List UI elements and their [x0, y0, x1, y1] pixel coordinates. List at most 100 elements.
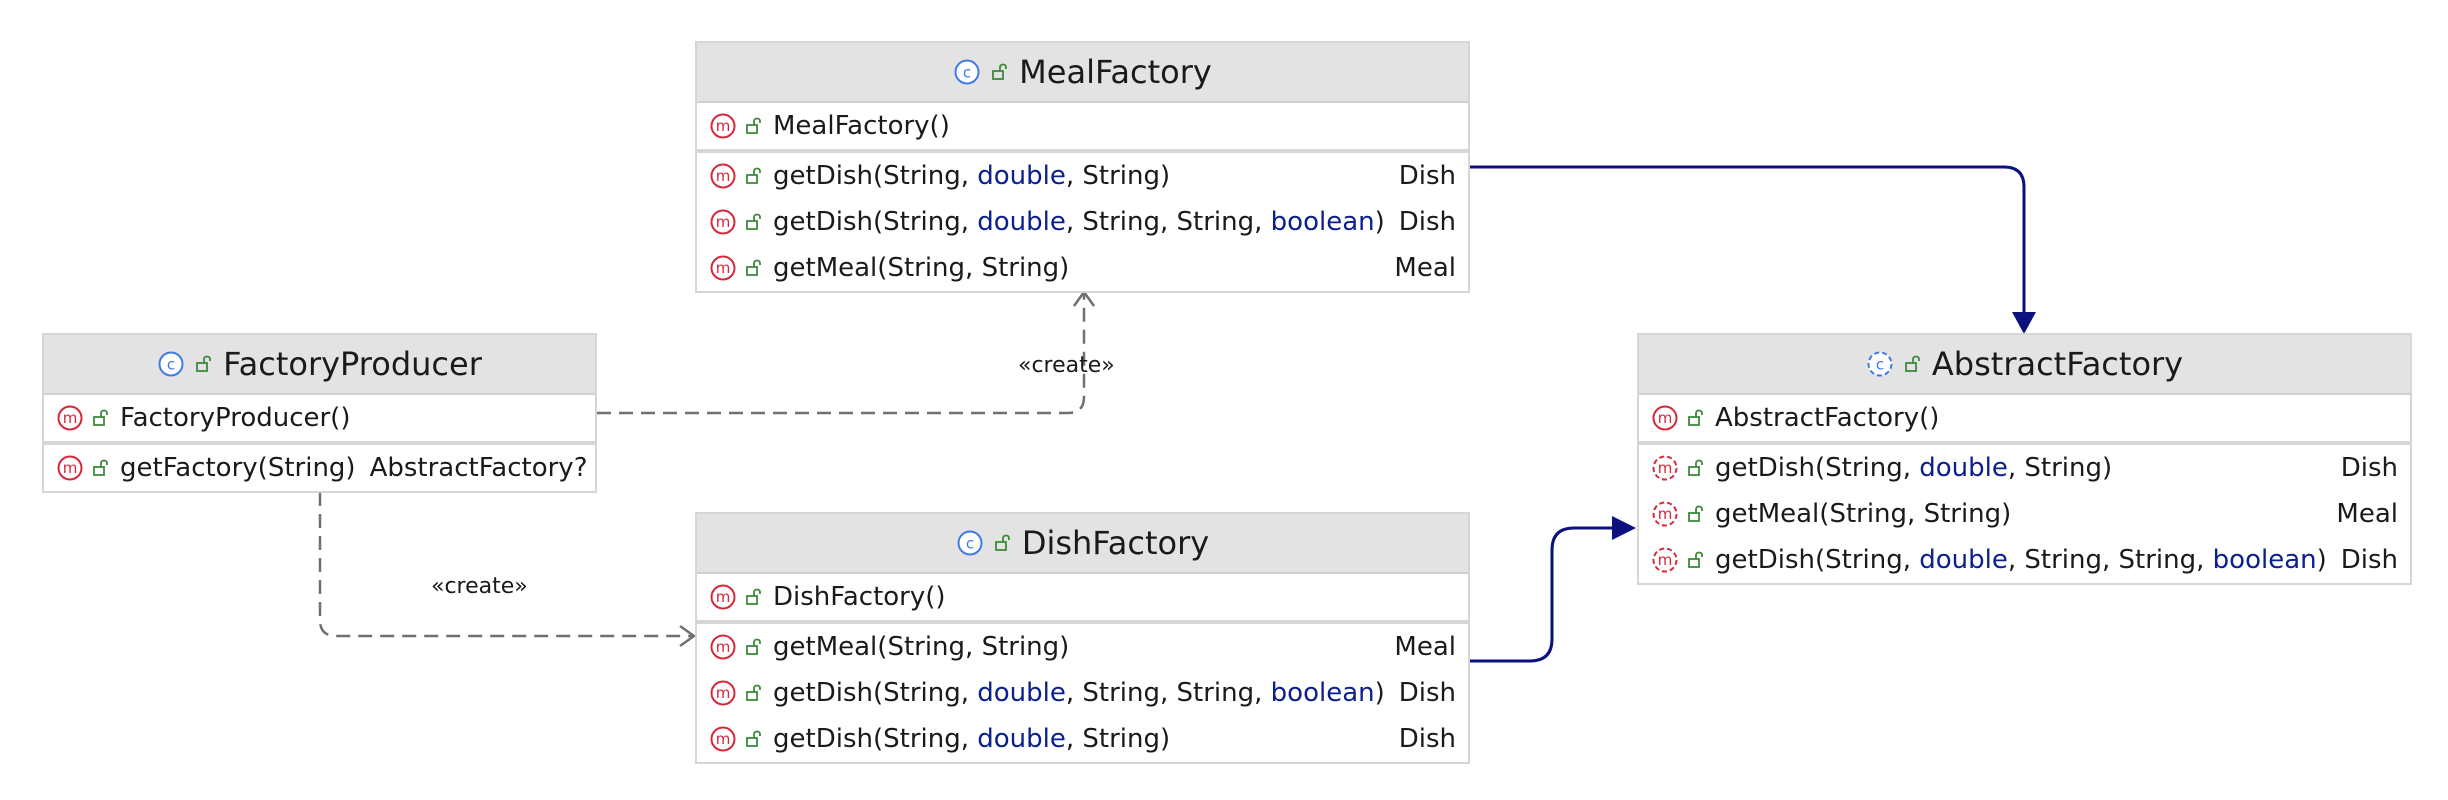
param-type: boolean: [2212, 545, 2317, 575]
method-name: getDish: [1715, 545, 1815, 575]
method-icon: m: [56, 404, 84, 432]
svg-text:m: m: [716, 117, 731, 135]
svg-text:m: m: [1658, 459, 1673, 477]
return-type: Dish: [2340, 453, 2398, 483]
param-type: String: [1923, 499, 2002, 529]
constructor-signature: MealFactory(): [773, 111, 950, 141]
method-signature: getMeal(String, String): [773, 632, 1070, 662]
public-unlock-icon: [92, 458, 110, 478]
method-name: getMeal: [773, 632, 878, 662]
class-name: FactoryProducer: [223, 345, 482, 383]
method-signature: getDish(String, double, String): [773, 161, 1171, 191]
param-type: String: [1082, 724, 1160, 754]
svg-text:c: c: [966, 535, 974, 553]
abstract-method-icon: m: [1651, 500, 1679, 528]
return-type: Dish: [1398, 207, 1457, 237]
method-signature: getFactory(String): [120, 453, 356, 483]
svg-text:m: m: [716, 638, 731, 656]
arrowhead-dishfactory-abstractfactory: [1612, 516, 1636, 540]
param-type: String: [1825, 453, 1903, 483]
return-type: Meal: [1394, 632, 1456, 662]
public-unlock-icon: [1687, 504, 1705, 524]
edge-factoryproducer-to-mealfactory: [597, 294, 1086, 415]
param-type: String: [883, 207, 961, 237]
method-name: getDish: [773, 207, 873, 237]
method-row[interactable]: m getMeal(String, String) Meal: [697, 624, 1468, 670]
method-name: getMeal: [1715, 499, 1820, 529]
method-icon: m: [709, 725, 737, 753]
public-unlock-icon: [745, 258, 763, 278]
public-unlock-icon: [745, 729, 763, 749]
svg-text:m: m: [1658, 551, 1673, 569]
return-type: Dish: [2340, 545, 2399, 575]
constructor-row[interactable]: m MealFactory(): [697, 103, 1468, 153]
param-type: String: [1176, 207, 1255, 237]
param-type: boolean: [1270, 207, 1375, 237]
param-type: String: [1082, 161, 1160, 191]
svg-text:m: m: [716, 259, 731, 277]
method-row[interactable]: m getDish(String, double, String) Dish: [697, 153, 1468, 199]
return-type: Meal: [1394, 253, 1456, 283]
constructor-row[interactable]: m DishFactory(): [697, 574, 1468, 624]
method-icon: m: [709, 254, 737, 282]
public-unlock-icon: [1687, 408, 1705, 428]
method-signature: getDish(String, double, String, String, …: [1715, 545, 2327, 575]
return-type: AbstractFactory?: [369, 453, 588, 483]
return-type: Dish: [1398, 161, 1456, 191]
param-type: String: [981, 253, 1060, 283]
method-icon: m: [709, 208, 737, 236]
method-icon: m: [1651, 404, 1679, 432]
param-type: String: [1082, 678, 1160, 708]
arrowhead-factoryproducer-dishfactory: [679, 624, 697, 648]
param-type: double: [1919, 545, 2008, 575]
param-type: String: [887, 253, 966, 283]
abstract-class-icon: c: [1866, 350, 1894, 378]
public-unlock-icon: [1904, 354, 1922, 374]
param-type: double: [977, 724, 1066, 754]
svg-text:m: m: [716, 167, 731, 185]
svg-text:c: c: [963, 64, 971, 82]
method-row[interactable]: m getDish(String, double, String, String,…: [1639, 537, 2410, 583]
class-name: MealFactory: [1019, 53, 1212, 91]
method-signature: getDish(String, double, String): [1715, 453, 2113, 483]
method-name: getMeal: [773, 253, 878, 283]
method-icon: m: [709, 162, 737, 190]
abstract-method-icon: m: [1651, 454, 1679, 482]
method-name: getDish: [773, 724, 873, 754]
public-unlock-icon: [745, 637, 763, 657]
public-unlock-icon: [92, 408, 110, 428]
public-unlock-icon: [1687, 550, 1705, 570]
svg-text:m: m: [1658, 409, 1673, 427]
param-type: double: [977, 207, 1066, 237]
method-icon: m: [709, 112, 737, 140]
create-label-dishfactory: «create»: [431, 574, 528, 599]
method-icon: m: [709, 583, 737, 611]
svg-text:m: m: [716, 588, 731, 606]
method-name: getDish: [1715, 453, 1815, 483]
method-name: getDish: [773, 678, 873, 708]
method-row[interactable]: m getDish(String, double, String) Dish: [1639, 445, 2410, 491]
method-signature: getDish(String, double, String, String, …: [773, 678, 1385, 708]
class-header[interactable]: c MealFactory: [697, 43, 1468, 103]
edge-mealfactory-to-abstractfactory: [940, 165, 2026, 314]
param-type: String: [1082, 207, 1160, 237]
param-type: double: [1919, 453, 2008, 483]
class-meal-factory[interactable]: c MealFactory m MealFactory() m getDish(Strin…: [695, 41, 1470, 293]
public-unlock-icon: [991, 62, 1009, 82]
constructor-signature: DishFactory(): [773, 582, 946, 612]
method-icon: m: [709, 633, 737, 661]
